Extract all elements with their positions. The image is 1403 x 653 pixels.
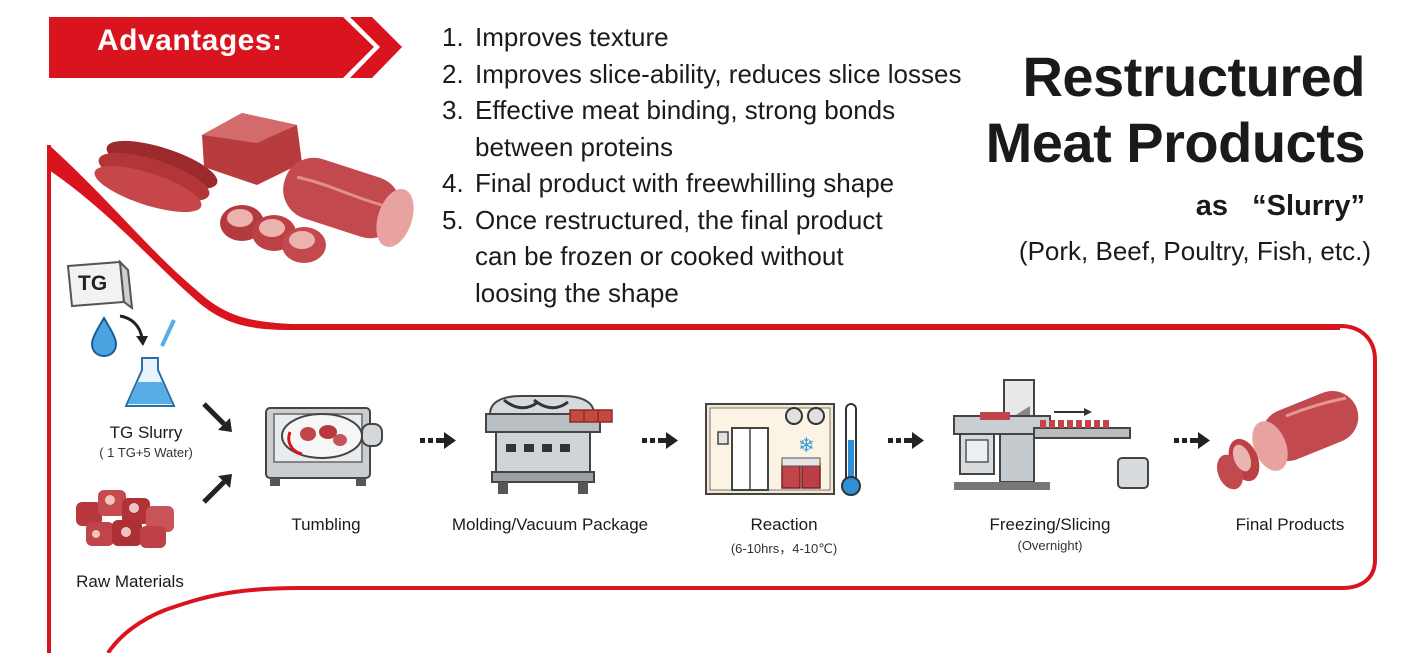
- tg-slurry-label: TG Slurry: [109, 423, 183, 442]
- restructured-meat-log-icon: [1216, 391, 1359, 490]
- beaker-icon: [124, 319, 176, 407]
- cold-room-icon: ❄: [705, 403, 835, 495]
- advantage-item: 1. Improves texture: [442, 19, 1042, 56]
- step-label-reaction: Reaction: [750, 515, 818, 534]
- advantage-number: 1.: [442, 22, 464, 52]
- tumbler-machine-icon: [265, 407, 383, 486]
- advantages-list: 1. Improves texture 2. Improves slice-ab…: [442, 19, 1042, 311]
- reaction-chamber-illustration: ❄: [705, 403, 861, 496]
- subtitle: as “Slurry”: [1196, 190, 1365, 223]
- advantage-text: can be frozen or cooked without: [475, 241, 844, 271]
- meat-log-icon: [283, 157, 414, 248]
- vacuum-machine-icon: [485, 395, 613, 494]
- banner-chevron-1: [350, 17, 402, 78]
- advantage-text: Effective meat binding, strong bonds: [475, 95, 896, 125]
- raw-materials-label: Raw Materials: [76, 572, 184, 591]
- water-drop-icon: [90, 316, 118, 358]
- meat-cuts-illustration: [94, 113, 414, 263]
- tg-package-label: TG: [78, 272, 108, 295]
- thermometer-icon: [841, 403, 861, 496]
- arrow-down-right-icon: [202, 402, 232, 432]
- step-label-tumbling: Tumbling: [291, 515, 361, 534]
- tg-slurry-illustration: [66, 259, 176, 407]
- advantage-number: 4.: [442, 168, 464, 198]
- title-line-1: Restructured: [1022, 45, 1365, 108]
- subtitle-slurry: “Slurry”: [1252, 190, 1365, 222]
- step-label-freezing: Freezing/Slicing: [989, 515, 1111, 534]
- advantage-text: Final product with freewhilling shape: [475, 168, 895, 198]
- species-note: (Pork, Beef, Poultry, Fish, etc.): [1018, 236, 1371, 266]
- arrow-up-right-icon: [202, 474, 232, 504]
- tumbler-illustration: [265, 407, 383, 486]
- pour-arrow-icon: [119, 314, 144, 339]
- advantage-item: 2. Improves slice-ability, reduces slice…: [442, 56, 1042, 93]
- meat-slices-conveyor-icon: [1040, 420, 1109, 428]
- title-line-2: Meat Products: [985, 111, 1366, 174]
- input-arrows: [202, 402, 232, 504]
- advantage-item: 3. Effective meat binding, strong bonds …: [442, 92, 1042, 165]
- advantage-text: loosing the shape: [475, 277, 679, 308]
- step-detail-reaction: (6-10hrs，4-10℃): [730, 541, 838, 556]
- page-title: Restructured Meat Products: [985, 44, 1366, 176]
- meat-chunks-icon: [220, 205, 326, 263]
- raw-materials-illustration: [76, 490, 174, 548]
- meat-slices-icon: [94, 140, 218, 213]
- advantage-text: between proteins: [475, 131, 674, 162]
- advantage-item: 5. Once restructured, the final product …: [442, 202, 1042, 312]
- final-products-illustration: [1216, 391, 1359, 490]
- step-label-final: Final Products: [1235, 515, 1345, 534]
- advantages-banner-label: Advantages:: [97, 24, 283, 57]
- advantage-text: Once restructured, the final product: [475, 204, 883, 235]
- slicer-illustration: [953, 379, 1149, 490]
- advantage-text: Improves texture: [475, 22, 669, 52]
- advantage-item: 4. Final product with freewhilling shape: [442, 165, 1042, 202]
- meat-block-icon: [202, 113, 302, 185]
- advantages-banner-shape: [49, 17, 374, 78]
- svg-text:❄: ❄: [798, 433, 815, 457]
- advantage-number: 2.: [442, 58, 464, 89]
- advantage-number: 5.: [442, 204, 464, 235]
- tg-slurry-ratio: ( 1 TG+5 Water): [99, 445, 193, 460]
- tg-package-icon: [66, 259, 134, 311]
- vacuum-packager-illustration: [485, 395, 613, 494]
- step-label-molding: Molding/Vacuum Package: [451, 515, 649, 534]
- subtitle-as: as: [1195, 190, 1228, 222]
- step-detail-freezing: (Overnight): [1017, 538, 1083, 553]
- advantage-number: 3.: [442, 95, 464, 125]
- advantage-text: Improves slice-ability, reduces slice lo…: [475, 58, 962, 89]
- slicer-machine-icon: [953, 379, 1149, 490]
- raw-meat-cubes-icon: [76, 490, 174, 548]
